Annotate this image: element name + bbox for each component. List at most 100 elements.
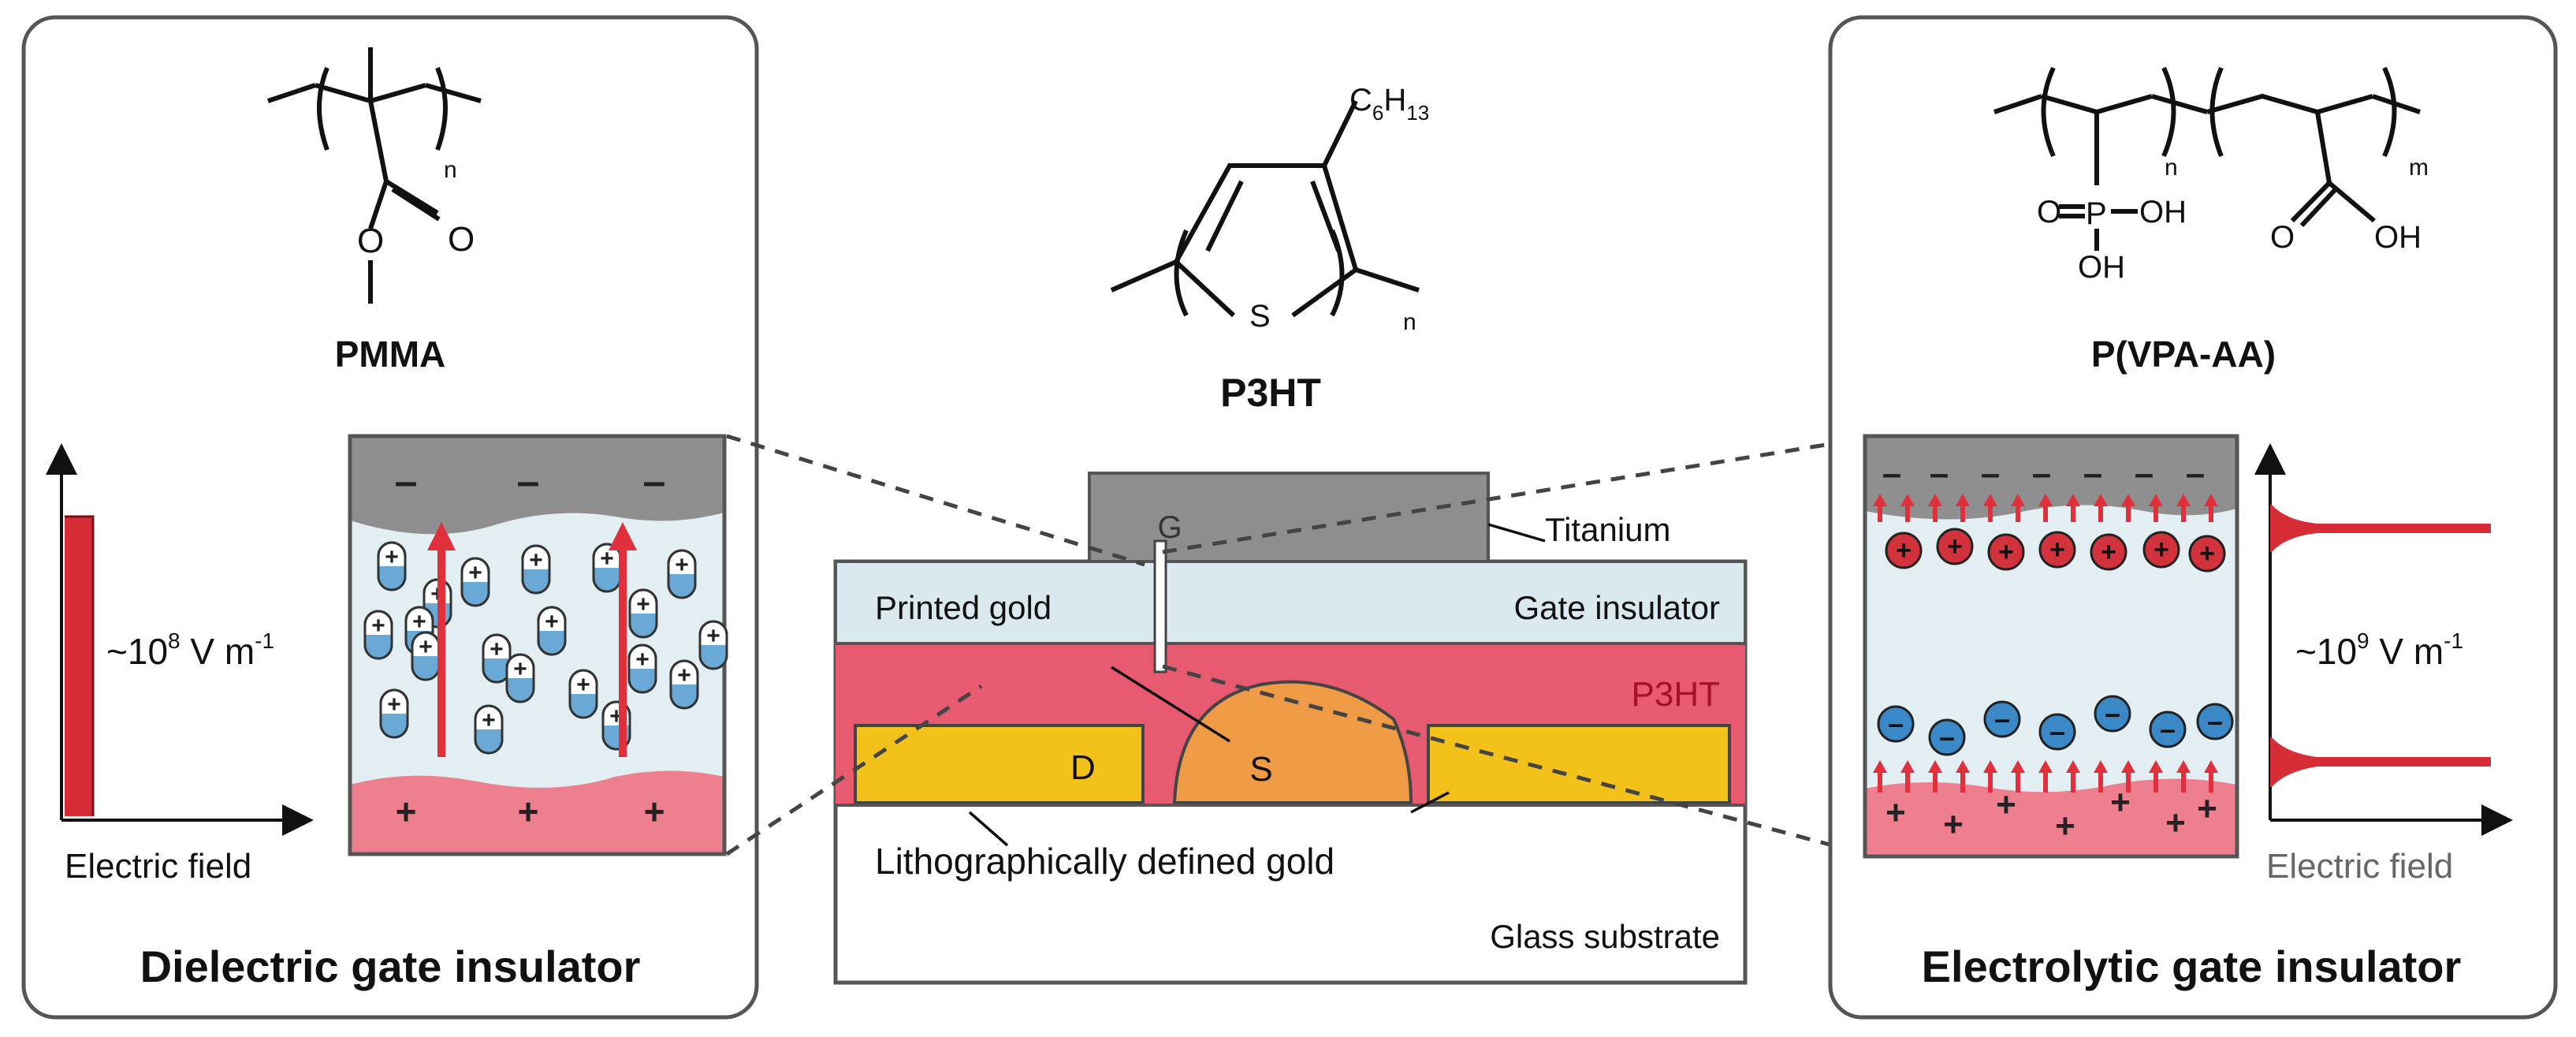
- right-axis-label: Electric field: [2266, 847, 2453, 886]
- p3ht-layer-label: P3HT: [1632, 675, 1720, 714]
- negative-charge: –: [1981, 454, 2000, 493]
- dipole-plus: +: [706, 623, 720, 649]
- dipole-plus: +: [636, 591, 650, 617]
- pvpa-aa-label: P(VPA-AA): [2091, 334, 2276, 375]
- positive-charge: +: [1996, 785, 2016, 824]
- p3ht-structure: [1110, 99, 1420, 318]
- dipole-plus: +: [371, 613, 385, 639]
- cation: +: [2090, 533, 2127, 571]
- left-gate-electrode: [350, 436, 724, 535]
- cation-sign: +: [2049, 535, 2065, 565]
- left-field-axis: [46, 443, 314, 836]
- p3ht-label: P3HT: [1220, 371, 1321, 415]
- dipole: +: [627, 643, 657, 694]
- left-field-bar: [65, 517, 93, 816]
- positive-charge: +: [1885, 793, 1906, 832]
- dipole: +: [568, 669, 598, 719]
- anion-sign: –: [1939, 721, 1955, 753]
- litho-gold-right: [1427, 724, 1731, 804]
- cation-sign: +: [1998, 537, 2014, 567]
- pmma-label: PMMA: [335, 334, 446, 375]
- p3ht-side-chain: C6H13: [1349, 83, 1429, 125]
- cation-sign: +: [2101, 537, 2116, 567]
- zoom-lines: [725, 434, 1866, 856]
- dipole-plus: +: [482, 707, 496, 733]
- drain-label: D: [1070, 748, 1096, 787]
- dipole: +: [377, 541, 407, 591]
- interface-arrows: [1873, 494, 2218, 793]
- cation-sign: +: [2199, 539, 2215, 569]
- right-panel: n m O P OH OH O OH P(VPA-AA) ––––––– +++…: [1828, 15, 2558, 1020]
- phos-p-label: P: [2086, 196, 2107, 231]
- dipole-plus: +: [385, 544, 399, 570]
- acid-o-label: O: [2270, 220, 2295, 255]
- positive-charge: +: [644, 791, 665, 832]
- right-field-peak-bottom: [2270, 737, 2491, 787]
- pmma-structure: [267, 47, 482, 304]
- cation-sign: +: [2153, 535, 2169, 565]
- dipole: +: [667, 549, 697, 599]
- left-field-magnitude: ~108 V m-1: [106, 629, 274, 672]
- negative-charge: –: [2135, 454, 2153, 493]
- negative-charge: –: [2032, 454, 2051, 493]
- source-label: S: [1249, 750, 1272, 789]
- dielectric-box: ––– +++ ++++++++++++++++++++: [348, 434, 728, 856]
- cation: +: [1987, 533, 2025, 571]
- dipole: +: [698, 620, 728, 670]
- right-field-peak-top: [2270, 505, 2491, 552]
- cation: +: [2142, 531, 2180, 569]
- printed-gold-label: Printed gold: [875, 589, 1052, 626]
- cation: +: [1936, 528, 1974, 565]
- left-top-charges: –––: [395, 459, 666, 505]
- positive-charge: +: [2055, 807, 2075, 845]
- dipole-plus: +: [576, 672, 590, 698]
- dipole-plus: +: [529, 547, 543, 573]
- dipole: +: [411, 631, 441, 681]
- anion: –: [2196, 703, 2234, 740]
- printed-gold-via: [1153, 539, 1167, 673]
- anion: –: [1928, 718, 1966, 756]
- gate-titanium: [1088, 472, 1490, 563]
- dipole-plus: +: [635, 647, 650, 673]
- right-semiconductor: [1865, 778, 2237, 856]
- pmma-repeat-n: n: [444, 157, 457, 183]
- right-field-axis: [2254, 443, 2513, 836]
- dipoles: ++++++++++++++++++++: [363, 541, 728, 755]
- phos-oh-bottom-label: OH: [2078, 250, 2125, 285]
- left-axis-label: Electric field: [65, 847, 251, 886]
- dipole: +: [521, 544, 551, 595]
- anion-sign: –: [2207, 705, 2223, 737]
- cation-layer: +++++++: [1885, 528, 2226, 573]
- anion: –: [2038, 713, 2076, 751]
- positive-charge: +: [518, 791, 539, 832]
- positive-charge: +: [1943, 805, 1964, 844]
- substrate-label: Glass substrate: [1490, 918, 1720, 955]
- dipole-plus: +: [468, 560, 482, 586]
- anion: –: [1877, 705, 1915, 743]
- negative-charge: –: [517, 459, 540, 505]
- dipole: +: [363, 610, 393, 660]
- dipole: +: [537, 606, 567, 656]
- positive-charge: +: [396, 791, 417, 832]
- gate-label: G: [1157, 510, 1182, 545]
- p3ht-repeat-n: n: [1403, 309, 1416, 335]
- right-top-charges: –––––––: [1882, 454, 2205, 493]
- phos-oh-right-label: OH: [2139, 195, 2187, 229]
- acid-oh-label: OH: [2374, 220, 2422, 255]
- gate-insulator-layer: [834, 560, 1747, 645]
- dipole: +: [592, 543, 622, 593]
- dipole-plus: +: [675, 552, 689, 578]
- cation: +: [2188, 535, 2226, 573]
- dipole: +: [669, 659, 699, 710]
- right-caption: Electrolytic gate insulator: [1922, 942, 2462, 991]
- dipole-plus: +: [545, 609, 559, 635]
- positive-charge: +: [2165, 804, 2186, 842]
- cation-sign: +: [1947, 532, 1963, 561]
- dipole-plus: +: [677, 662, 691, 688]
- left-field-arrows: [427, 522, 637, 757]
- dipole-plus: +: [387, 692, 401, 718]
- anion-sign: –: [1994, 703, 2010, 735]
- anion-sign: –: [2105, 697, 2120, 729]
- left-panel: n O O PMMA ~108 V m-1 Electric field –––…: [21, 15, 759, 1020]
- pvpa-aa-structure: [1993, 66, 2421, 251]
